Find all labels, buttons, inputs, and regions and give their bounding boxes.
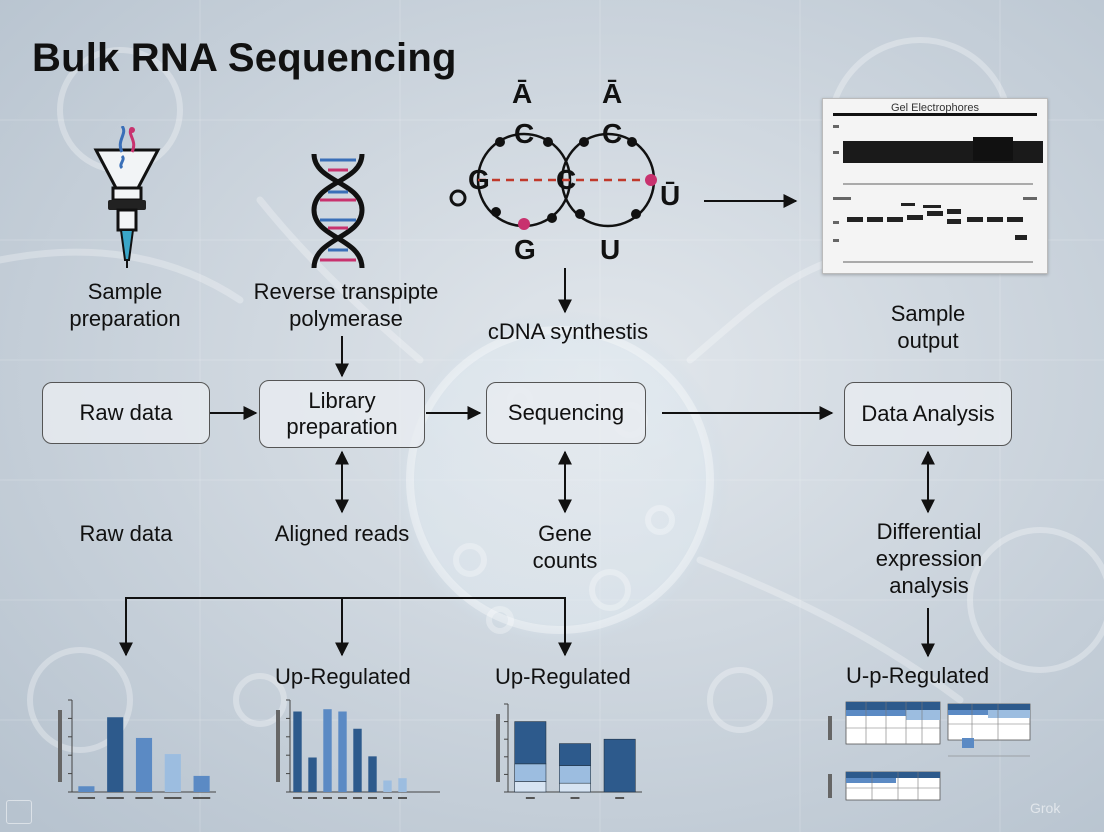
bar [78,786,95,792]
page-title: Bulk RNA Sequencing [32,36,457,80]
expression-tables-figure [828,701,1031,801]
x-tick-label [164,797,182,799]
section-heading-chart-4: U-p-Regulated [846,663,990,688]
label-raw-data: Raw data [79,521,173,546]
data-analysis-box[interactable]: Data Analysis [844,382,1012,446]
gel-electrophoresis-image: Gel Electrophores [822,98,1048,274]
nucleotide-g-bottom: G [514,234,536,265]
section-heading-chart-2: Up-Regulated [275,664,411,689]
nucleotide-u-right: Ū [660,180,681,211]
x-tick-label [570,797,580,799]
bar [164,754,181,792]
label-reverse-transcriptase: Reverse transpipte polymerase [253,279,439,331]
watermark-logo-left-icon [6,800,32,824]
x-tick-label [615,797,625,799]
library-preparation-box[interactable]: Library preparation [259,380,425,448]
nucleotide-a-right: Ā [602,78,623,109]
bracket-to-charts [125,597,572,657]
bar [193,775,210,792]
x-tick-label [383,797,392,799]
x-tick-label [308,797,317,799]
bar-chart-2 [276,699,440,799]
bar-segment [514,781,547,793]
x-tick-label [135,797,153,799]
label-differential-expression: Differential expression analysis [875,519,983,598]
y-axis-label-mark [496,714,500,782]
bar-segment [514,763,547,782]
bar-segment [559,743,591,766]
section-heading-chart-3: Up-Regulated [495,664,631,689]
x-tick-label [398,797,407,799]
gel-title: Gel Electrophores [890,102,980,114]
pipette-icon [93,126,161,268]
x-tick-label [77,797,96,799]
bar [308,757,317,792]
bar [323,709,332,792]
bar [338,711,347,792]
label-aligned-reads: Aligned reads [274,521,410,546]
bar [383,780,392,792]
label-sample-output: Sample output [890,301,966,353]
watermark-text: Grok [1030,800,1061,816]
bar-chart-1 [58,699,216,799]
bar-segment [559,765,591,784]
y-axis-label-mark [58,710,62,782]
bar [368,756,377,792]
x-tick-label [192,797,211,799]
dna-helix-icon [311,153,365,269]
x-tick-label [368,797,377,799]
gel-bands [833,113,1043,263]
raw-data-box[interactable]: Raw data [42,382,210,444]
x-tick-label [353,797,362,799]
bar-segment [559,782,591,793]
sequencing-box[interactable]: Sequencing [486,382,646,444]
nucleotide-c-top-left: C [514,118,535,149]
nucleotide-c-center: C [556,164,577,195]
x-tick-label [293,797,302,799]
bar-segment [514,721,547,765]
bar [107,717,124,792]
rna-base-circles-illustration [449,132,657,230]
nucleotide-u-bottom: U [600,234,621,265]
bar [135,737,153,792]
label-cdna-synthesis: cDNA synthestis [487,319,649,344]
bar [398,778,407,792]
nucleotide-c-top-right: C [602,118,623,149]
y-axis-label-mark [276,710,280,782]
bar [293,711,302,792]
label-sample-preparation: Sample preparation [69,279,181,331]
label-gene-counts: Gene counts [532,521,598,573]
x-tick-label [106,797,124,799]
bar [353,728,362,792]
x-tick-label [323,797,332,799]
x-tick-label [525,797,535,799]
x-tick-label [338,797,347,799]
nucleotide-g-left: G [468,164,490,195]
nucleotide-a-left: Ā [512,78,533,109]
stacked-bar-chart-3 [496,703,642,799]
bar-segment [603,738,636,793]
